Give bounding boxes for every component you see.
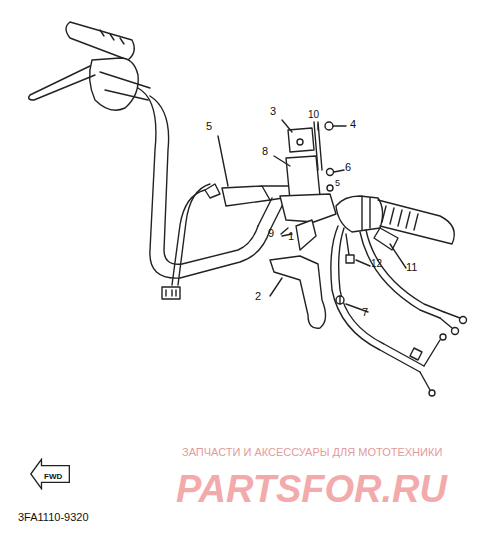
callout-number: 9 bbox=[268, 228, 274, 239]
callout-number: 10 bbox=[308, 110, 319, 120]
callout-number: 3 bbox=[270, 106, 276, 117]
drawing-code: 3FA1110-9320 bbox=[18, 512, 89, 523]
arrow-text: FWD bbox=[44, 472, 62, 481]
watermark-logo: PARTSFOR.RU bbox=[176, 470, 447, 508]
watermark-text: ЗАПЧАСТИ И АКСЕССУАРЫ ДЛЯ МОТОТЕХНИКИ bbox=[182, 447, 442, 458]
callout-number: 8 bbox=[262, 146, 268, 157]
direction-arrow: FWD bbox=[30, 458, 71, 490]
callout-number: 4 bbox=[350, 119, 356, 130]
callout-number: 2 bbox=[255, 291, 261, 302]
callout-number: 5 bbox=[206, 121, 212, 132]
callout-number: 1 bbox=[288, 231, 294, 242]
callout-number: 5 bbox=[335, 179, 340, 188]
callout-number: 12 bbox=[371, 259, 382, 269]
callout-number: 11 bbox=[406, 262, 417, 273]
callout-number: 6 bbox=[345, 162, 351, 173]
callout-number: 7 bbox=[362, 307, 368, 318]
